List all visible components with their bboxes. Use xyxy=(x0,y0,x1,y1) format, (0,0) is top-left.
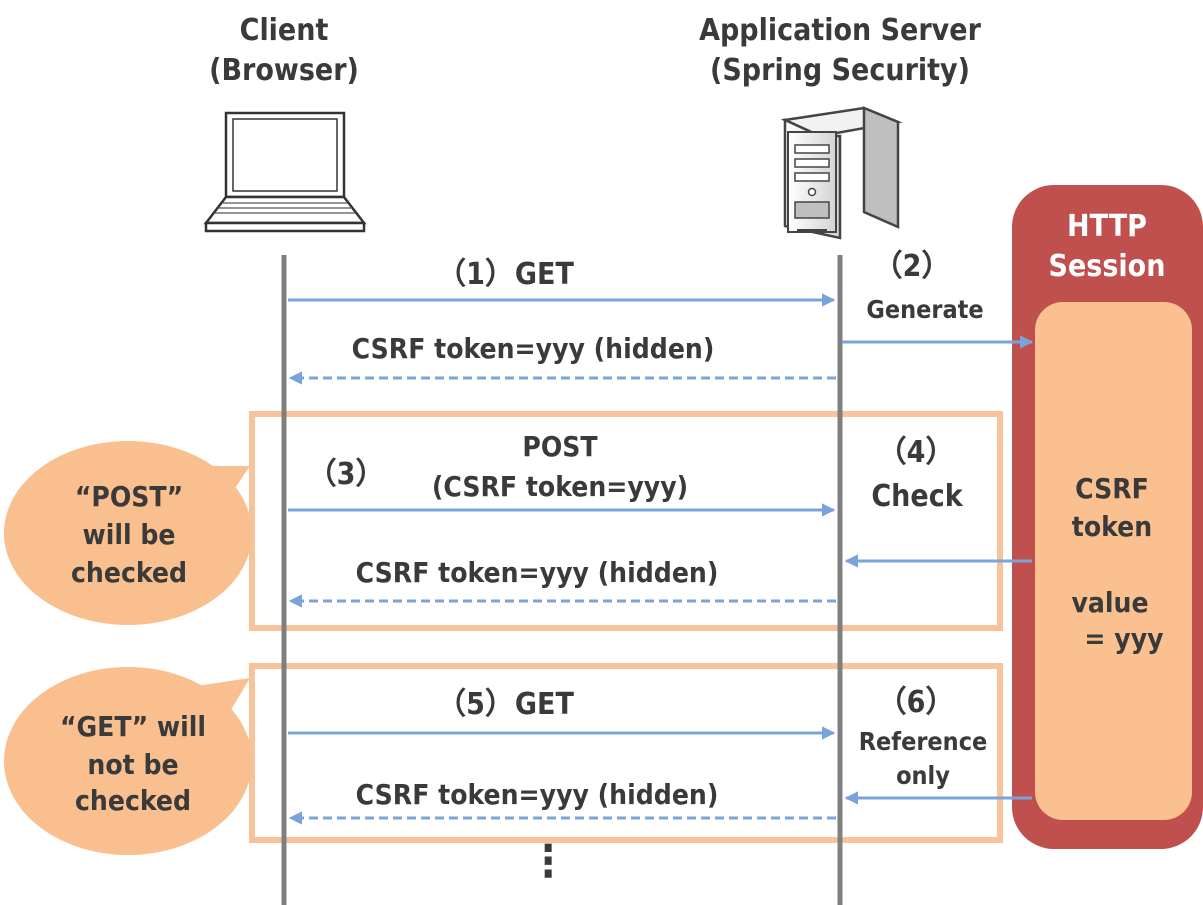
session-title-line2: Session xyxy=(1048,249,1166,284)
session-token-line2: token xyxy=(1071,510,1153,543)
laptop-icon xyxy=(203,111,367,233)
post-callout-bubble xyxy=(4,441,252,625)
post-callout-line1: “POST” xyxy=(74,480,184,513)
session-token-store xyxy=(1035,302,1192,820)
post-callout-line3: checked xyxy=(70,556,188,589)
response1-token-label: CSRF token=yyy (hidden) xyxy=(351,332,715,365)
post-callout-line2: will be xyxy=(82,518,176,551)
get-callout-line1: “GET” will xyxy=(59,710,207,743)
get-callout-bubble xyxy=(4,667,252,855)
server-actor-name: Application Server xyxy=(699,13,981,48)
step1-get-label: （1）GET xyxy=(436,257,574,292)
response3-token-label: CSRF token=yyy (hidden) xyxy=(355,778,719,811)
session-token-line1: CSRF xyxy=(1075,472,1149,505)
post-check-box xyxy=(249,411,1003,631)
server-actor-sub: (Spring Security) xyxy=(710,53,970,88)
step6-number: （6） xyxy=(876,685,956,720)
step5-get-label: （5）GET xyxy=(436,687,574,722)
continuation-ellipsis: ⋮ xyxy=(528,836,568,887)
post-label-line1: POST xyxy=(522,430,598,463)
step6-only-label: only xyxy=(896,761,950,790)
get-reference-box xyxy=(249,663,1003,843)
client-actor-name: Client xyxy=(239,13,329,48)
session-title-line1: HTTP xyxy=(1067,209,1147,244)
get-callout-line3: checked xyxy=(74,784,192,817)
step3-number: （3） xyxy=(306,457,386,492)
response2-token-label: CSRF token=yyy (hidden) xyxy=(355,556,719,589)
session-value: = yyy xyxy=(1084,622,1164,655)
server-tower-icon xyxy=(780,106,903,240)
step6-reference-label: Reference xyxy=(858,727,988,756)
session-value-label: value xyxy=(1071,586,1149,619)
client-actor-sub: (Browser) xyxy=(209,53,359,88)
get-callout-line2: not be xyxy=(87,748,179,781)
step2-generate-label: Generate xyxy=(866,295,984,324)
step4-check-label: Check xyxy=(871,479,963,514)
post-label-line2: (CSRF token=yyy) xyxy=(431,470,689,503)
step4-number: （4） xyxy=(876,435,956,470)
step2-number: （2） xyxy=(872,249,952,284)
